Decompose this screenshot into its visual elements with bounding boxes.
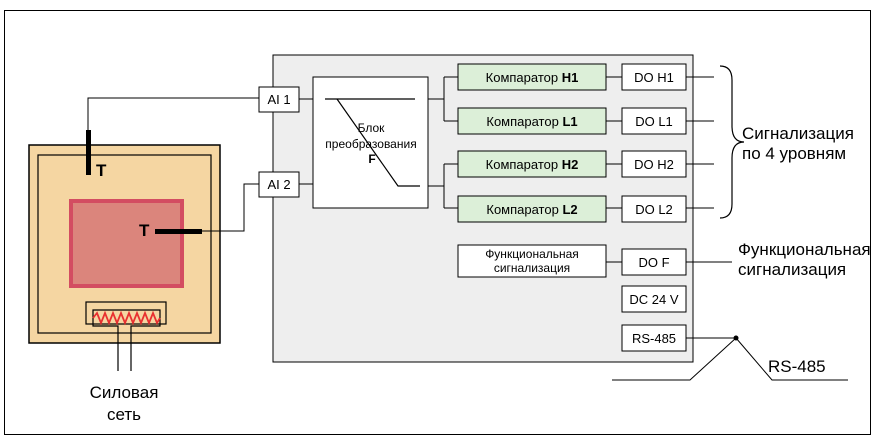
- comparator-l2-prefix: Компаратор: [486, 202, 562, 217]
- comparator-h2-prefix: Компаратор: [486, 157, 562, 172]
- power-label-line1: Силовая: [90, 383, 159, 402]
- comparator-h2-label: Компаратор H2: [486, 157, 579, 172]
- rs485-bus-line-a: [612, 337, 737, 381]
- converter-label-line1: Блок: [358, 121, 386, 135]
- inner-sensor-label: T: [139, 221, 150, 240]
- comparator-h1-level: H1: [562, 70, 579, 85]
- do-l2-label: DO L2: [635, 202, 673, 217]
- heater-element: [85, 301, 167, 343]
- functional-alarm-line1: Функциональная: [485, 247, 579, 261]
- do-l1-box: [621, 107, 687, 135]
- do-l1-label: DO L1: [635, 114, 673, 129]
- comparator-l2-label: Компаратор L2: [486, 202, 577, 217]
- rs485-bus-label: RS-485: [768, 357, 826, 376]
- furnace-inner-frame: [37, 154, 212, 334]
- comparator-l1-level: L1: [562, 114, 577, 129]
- heater-coil-frame: [92, 309, 161, 343]
- functional-alarm-line2: сигнализация: [494, 261, 570, 275]
- power-label-line2: сеть: [107, 405, 141, 424]
- do-f-label: DO F: [638, 255, 669, 270]
- rs485-junction: [733, 335, 739, 341]
- do-l2-box: [621, 195, 687, 223]
- page-frame: [4, 10, 871, 435]
- furnace-chamber: [69, 199, 184, 288]
- comparator-l1-label: Компаратор L1: [486, 114, 577, 129]
- converter-transfer-curve-2: [336, 98, 420, 187]
- dc24-box: [621, 285, 687, 313]
- comparator-h1-box: [457, 63, 607, 91]
- alarm-levels-brace: [719, 65, 745, 219]
- heater-zigzag: [92, 310, 161, 326]
- ai2-box: [258, 171, 300, 198]
- alarm-levels-line2: по 4 уровням: [742, 144, 846, 163]
- comparator-h2-level: H2: [562, 157, 579, 172]
- converter-label-line3: F: [368, 152, 375, 166]
- wire-sensor-outer-to-ai1: [87, 97, 259, 130]
- ai2-label: AI 2: [267, 177, 290, 192]
- furnace: T T: [28, 130, 221, 344]
- wire-sensor-inner-to-ai2: [202, 183, 259, 232]
- converter-label-line2: преобразования: [325, 137, 416, 151]
- do-h1-box: [621, 63, 687, 91]
- outer-thermocouple: [86, 130, 91, 175]
- rs485-bus-line-b: [735, 337, 848, 381]
- comparator-l2-box: [457, 195, 607, 223]
- functional-signal-line2: сигнализация: [738, 260, 846, 279]
- do-h2-label: DO H2: [634, 157, 674, 172]
- ai1-label: AI 1: [267, 92, 290, 107]
- inner-thermocouple: [155, 229, 202, 234]
- comparator-l1-prefix: Компаратор: [486, 114, 562, 129]
- heater-housing: [85, 301, 167, 325]
- functional-alarm-block: [457, 244, 607, 278]
- comparator-h1-label: Компаратор H1: [486, 70, 579, 85]
- comparator-h1-prefix: Компаратор: [486, 70, 562, 85]
- do-h1-label: DO H1: [634, 70, 674, 85]
- alarm-levels-line1: Сигнализация: [742, 124, 854, 143]
- functional-signal-line1: Функциональная: [738, 240, 871, 259]
- comparator-l2-level: L2: [562, 202, 577, 217]
- comparator-h2-box: [457, 150, 607, 178]
- outer-sensor-label: T: [96, 161, 107, 180]
- dc24-label: DC 24 V: [629, 292, 678, 307]
- rs485-port-label: RS-485: [632, 331, 676, 346]
